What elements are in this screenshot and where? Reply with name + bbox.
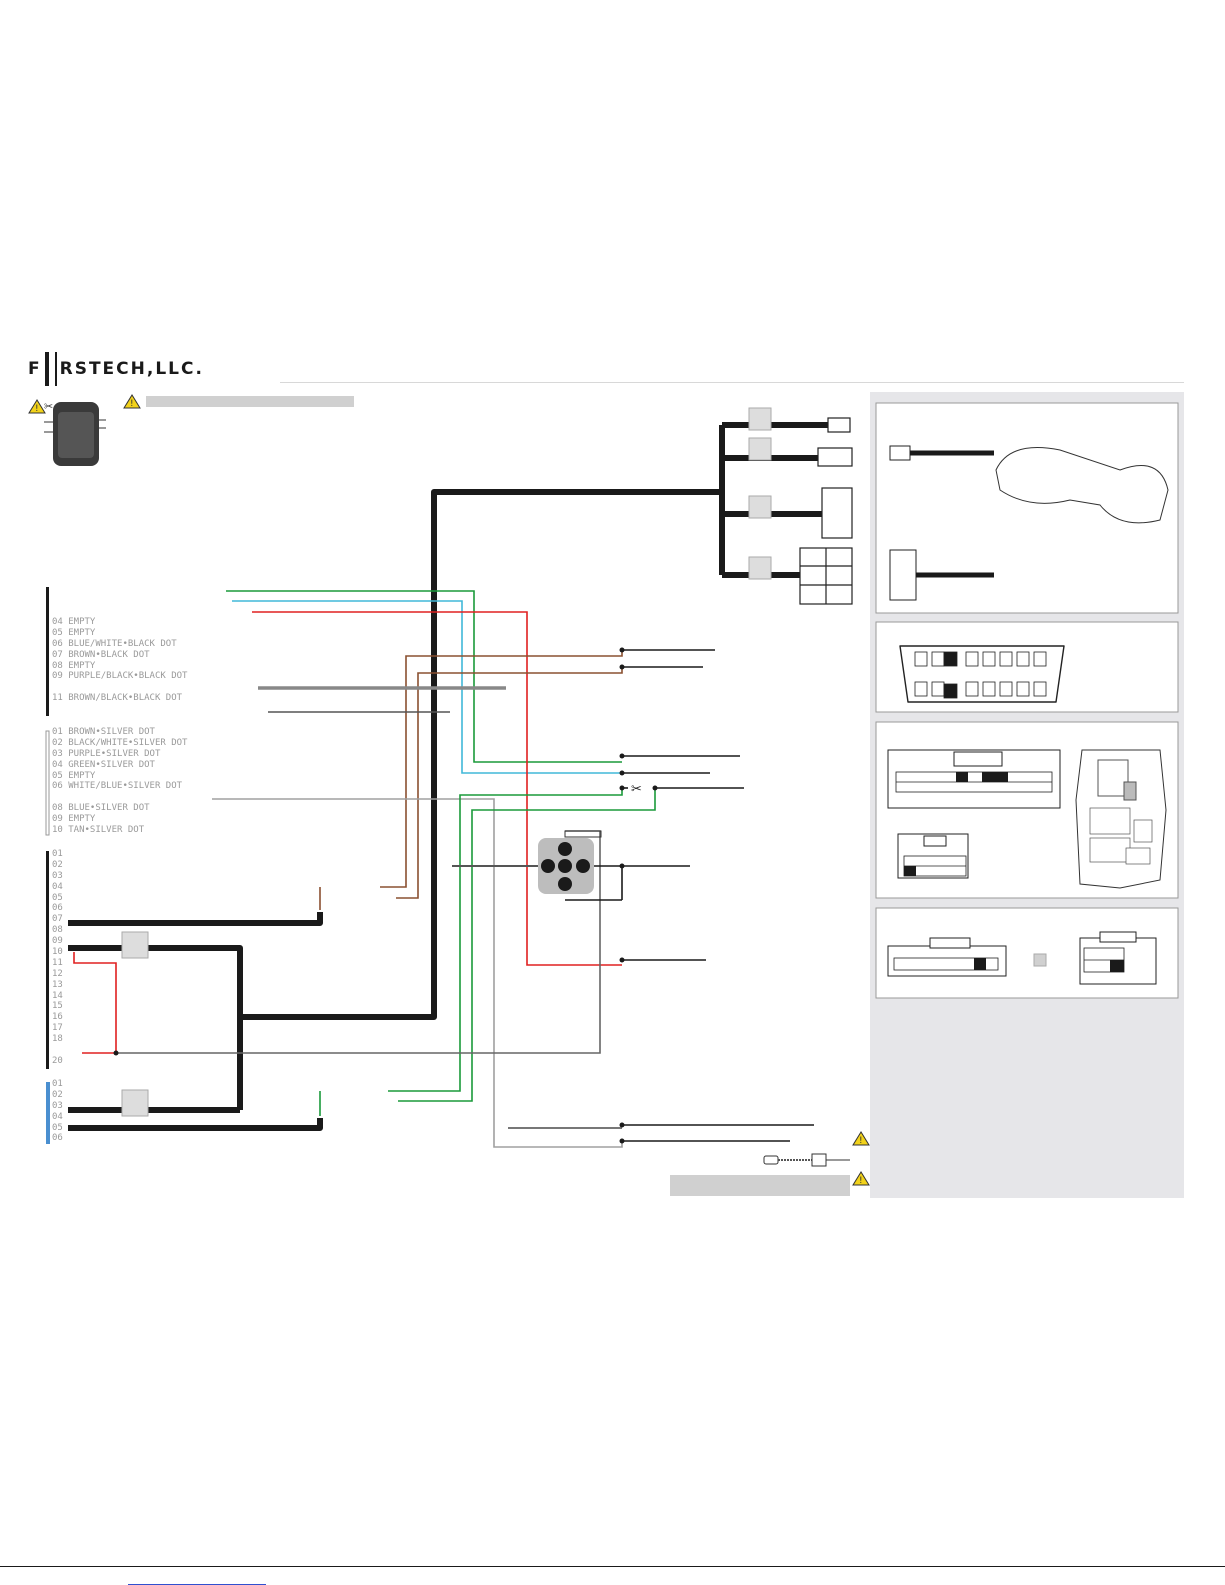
pin-label: 09 (52, 936, 63, 947)
wire-label: 04 EMPTY (52, 617, 96, 627)
wire-label: 08 EMPTY (52, 660, 96, 671)
wire-label: 09 EMPTY (52, 814, 96, 825)
warning-icon: ! (852, 1171, 870, 1186)
pin-label: 12 (52, 968, 63, 979)
connector-c-bar (46, 851, 49, 1069)
pin-label: 18 (52, 1034, 63, 1045)
pin-label: 01 (52, 849, 63, 859)
wire-label: 10 TAN•SILVER DOT (52, 825, 145, 836)
pin-label: 02 (52, 1089, 63, 1100)
connector-d-bar (46, 1082, 50, 1144)
pin-label: 01 (52, 1079, 63, 1089)
logo-text: RSTECH,LLC. (59, 359, 204, 379)
harness-label-1 (748, 407, 772, 431)
header-rule (280, 382, 1184, 383)
wire-label-gap (52, 792, 187, 803)
signal-wires (73, 590, 656, 1148)
wire-label: 02 BLACK/WHITE•SILVER DOT (52, 737, 188, 748)
junction-dots (113, 647, 658, 1144)
svg-text:✂: ✂ (44, 400, 53, 413)
connector-pinout-icon (887, 931, 1157, 985)
obd-port-icon (899, 645, 1065, 703)
pin-label: 05 (52, 892, 63, 903)
pin-label: 03 (52, 1100, 63, 1111)
footer-rule (0, 1566, 1225, 1567)
scissors-icon: ✂ (631, 782, 642, 797)
scissors-icon: ✂ (44, 400, 53, 413)
pin-label: 20 (52, 1055, 63, 1066)
svg-text:!: ! (859, 1176, 863, 1186)
connector-b-list: 01 BROWN•SILVER DOT 02 BLACK/WHITE•SILVE… (52, 727, 187, 836)
logo-f: F (28, 359, 42, 379)
pin-label: 03 (52, 870, 63, 881)
pin-label: 13 (52, 979, 63, 990)
connector-c-list: 01 02 03 04 05 06 07 08 09 10 11 12 13 1… (52, 849, 63, 1067)
logo-bar-icon (44, 352, 49, 386)
wire-label: 04 GREEN•SILVER DOT (52, 759, 155, 770)
bottom-note-banner (670, 1175, 850, 1196)
connector-b-bar (45, 730, 50, 836)
connector-a-list: 04 EMPTY 05 EMPTY 06 BLUE/WHITE•BLACK DO… (52, 617, 187, 704)
main-harness (68, 422, 828, 1131)
svg-text:!: ! (130, 399, 134, 409)
harness-label-4 (748, 556, 772, 580)
pin-label: 14 (52, 990, 63, 1001)
svg-text:!: ! (859, 1136, 863, 1146)
pin-label: 08 (52, 925, 63, 936)
pin-label: 10 (52, 947, 63, 958)
pin-label: 02 (52, 859, 63, 870)
pin-label: 06 (52, 903, 63, 914)
pin-label: 06 (52, 1133, 63, 1144)
wire-label: 01 BROWN•SILVER DOT (52, 727, 155, 737)
harness-label-3 (748, 495, 772, 519)
pin-label: 04 (52, 881, 63, 892)
pin-label: 17 (52, 1023, 63, 1034)
output-lines (565, 649, 814, 1142)
fuse-box-icon (1075, 749, 1167, 889)
warning-banner (146, 396, 354, 407)
pin-label: 05 (52, 1122, 63, 1133)
pin-label: 15 (52, 1001, 63, 1012)
key-icon (763, 1153, 850, 1167)
harness-label-5 (121, 931, 149, 959)
wire-label-gap (52, 682, 187, 693)
harness-label-6 (121, 1089, 149, 1117)
warning-icon: ! (852, 1131, 870, 1146)
module-icon (44, 402, 106, 466)
logo-bar-thin-icon (54, 352, 57, 386)
wire-label: 06 BLUE/WHITE•BLACK DOT (52, 638, 177, 649)
connector-a-bar (46, 587, 49, 716)
pin-label: 16 (52, 1012, 63, 1023)
wire-label: 11 BROWN/BLACK•BLACK DOT (52, 693, 183, 704)
wire-label: 09 PURPLE/BLACK•BLACK DOT (52, 671, 188, 682)
warning-icon: ! (28, 399, 46, 414)
wire-label: 05 EMPTY (52, 627, 96, 638)
harness-label-2 (748, 437, 772, 461)
connector-d-list: 01 02 03 04 05 06 (52, 1079, 63, 1144)
wire-label: 03 PURPLE•SILVER DOT (52, 748, 161, 759)
wire-label: 05 EMPTY (52, 770, 96, 781)
wire-label: 07 BROWN•BLACK DOT (52, 649, 150, 660)
harness-connectors (799, 417, 853, 605)
svg-text:!: ! (35, 404, 39, 414)
wire-label: 06 WHITE/BLUE•SILVER DOT (52, 781, 183, 792)
pin-label: 04 (52, 1111, 63, 1122)
connector-pinout-icon (887, 749, 1061, 879)
ignition-harness-icon (889, 445, 1169, 601)
warning-icon: ! (123, 394, 141, 409)
pin-label: 07 (52, 914, 63, 925)
firstech-logo: F RSTECH,LLC. (28, 352, 204, 386)
wire-label: 08 BLUE•SILVER DOT (52, 803, 150, 814)
pin-label: 11 (52, 957, 63, 968)
relay-icon (538, 830, 602, 894)
pin-label-gap (52, 1045, 63, 1056)
